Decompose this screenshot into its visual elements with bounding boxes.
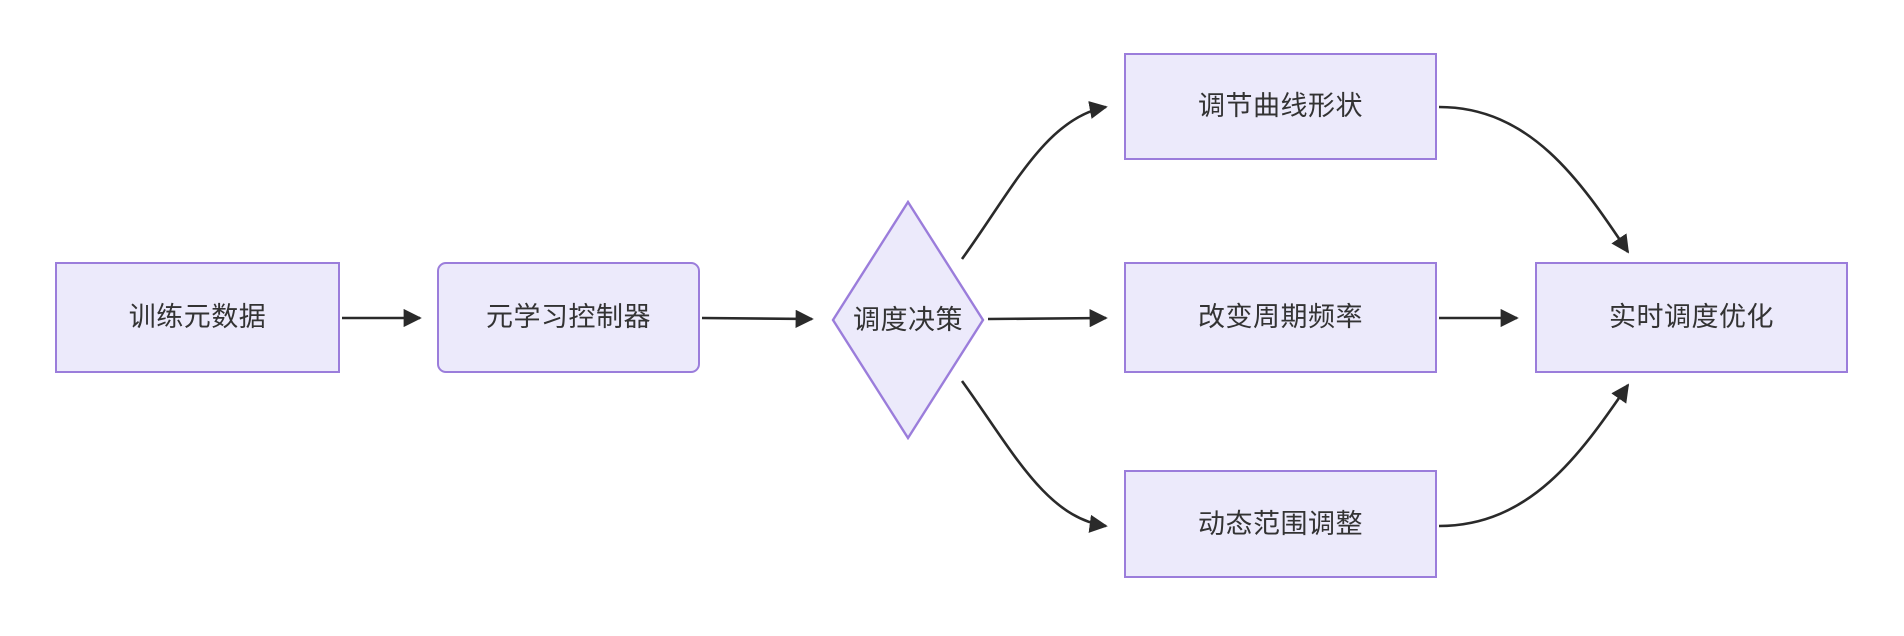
node-realtime-scheduling-optimization[interactable]: 实时调度优化 [1535,262,1848,373]
node-label: 元学习控制器 [486,302,651,332]
node-scheduling-decision[interactable]: 调度决策 [831,200,985,440]
edge-n3-n5 [987,309,1108,328]
node-dynamic-range-adjustment[interactable]: 动态范围调整 [1124,470,1437,578]
edge-n2-n3 [701,309,814,328]
node-label: 实时调度优化 [1609,302,1774,332]
node-label: 训练元数据 [128,302,267,332]
node-label: 调度决策 [853,304,963,335]
node-change-cycle-frequency[interactable]: 改变周期频率 [1124,262,1437,373]
node-training-metadata[interactable]: 训练元数据 [55,262,340,373]
node-adjust-curve-shape[interactable]: 调节曲线形状 [1124,53,1437,160]
node-label: 改变周期频率 [1198,302,1363,332]
node-label: 动态范围调整 [1198,508,1363,539]
node-meta-learning-controller[interactable]: 元学习控制器 [437,262,700,373]
edge-n6-n7 [1438,383,1630,528]
node-label: 调节曲线形状 [1198,91,1363,121]
edge-n4-n7 [1438,105,1630,254]
diamond-shape [831,200,985,440]
